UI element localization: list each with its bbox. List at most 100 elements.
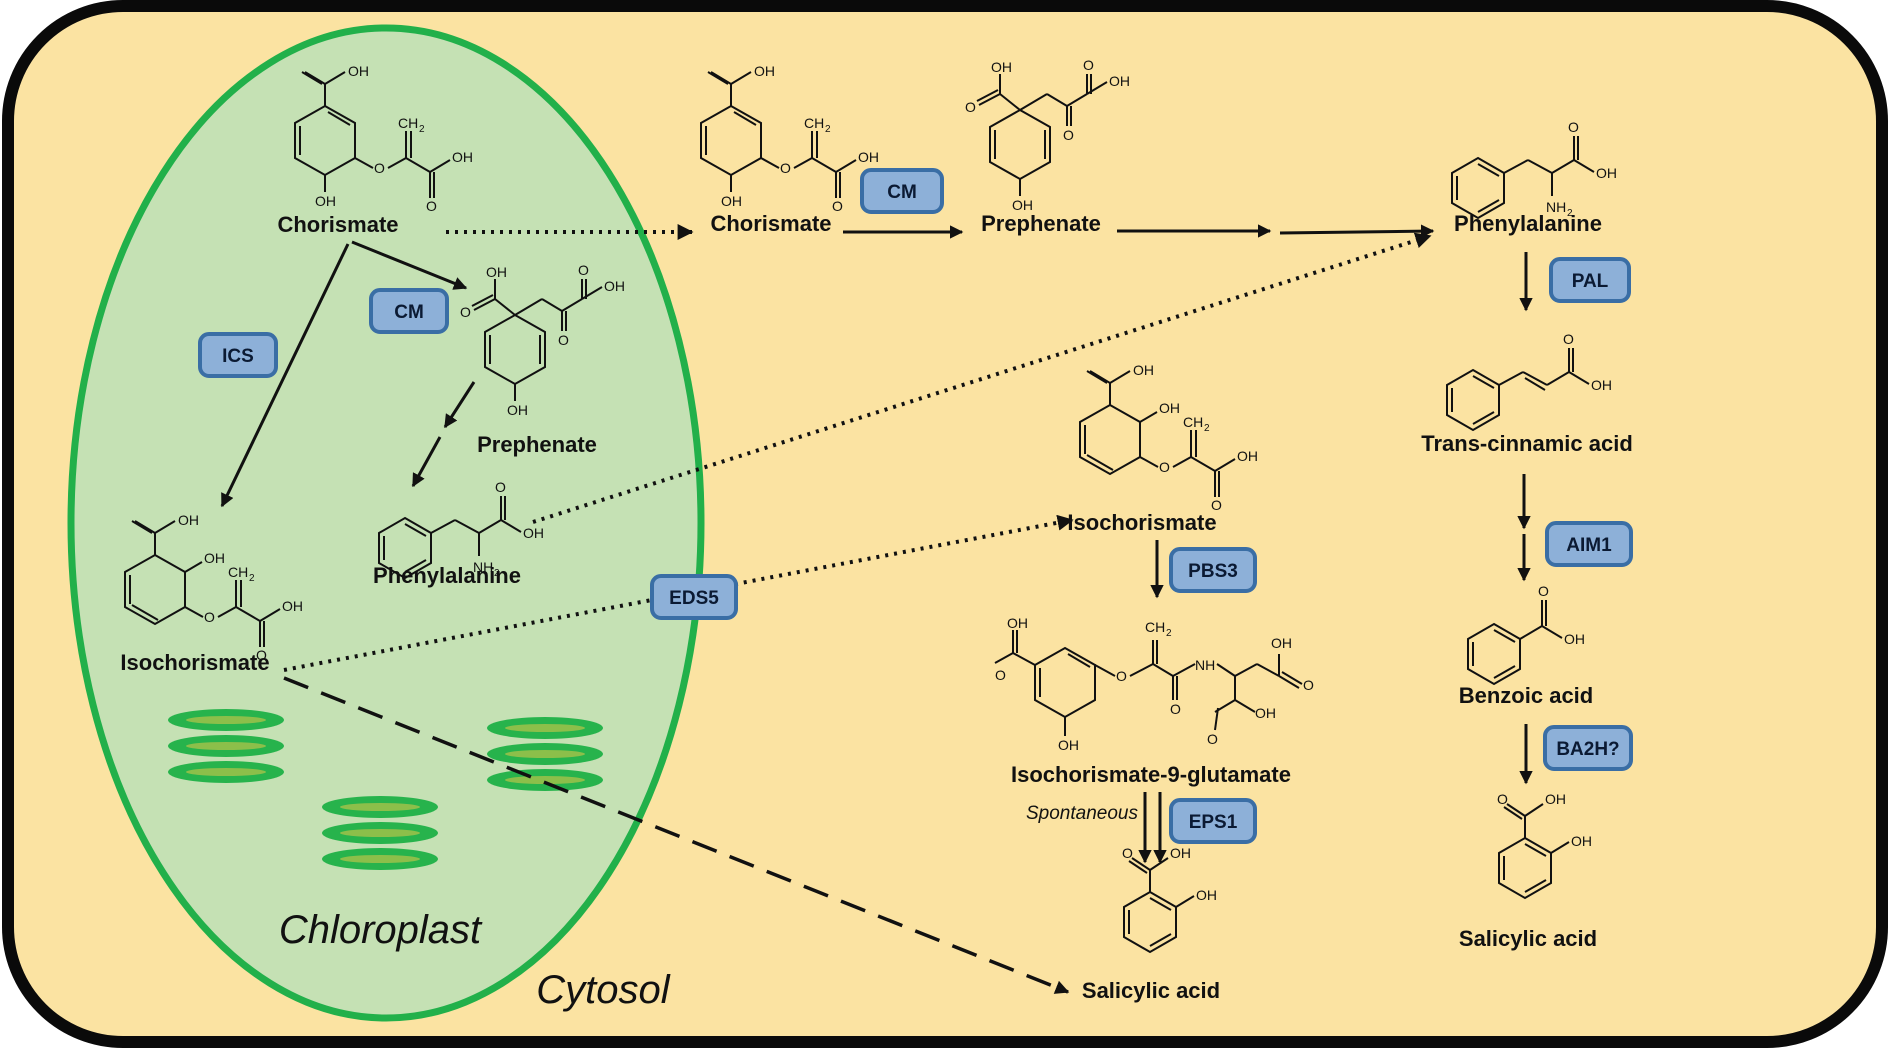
svg-text:OH: OH (204, 550, 225, 566)
svg-text:O: O (460, 304, 471, 320)
label-chorismate-cytosol: Chorismate (710, 211, 831, 236)
salicylic-acid-structure-middle: O OH OH (1122, 845, 1217, 953)
svg-text:OH: OH (486, 264, 507, 280)
svg-text:OH: OH (1564, 631, 1585, 647)
thylakoid-stack-3 (487, 717, 603, 791)
svg-text:O: O (1563, 331, 1574, 347)
label-chorismate-chloroplast: Chorismate (277, 212, 398, 237)
svg-text:PBS3: PBS3 (1188, 561, 1238, 582)
enzyme-pal: PAL (1549, 257, 1631, 303)
svg-text:O: O (1497, 791, 1508, 807)
label-isochorismate-chloroplast: Isochorismate (120, 650, 269, 675)
enzyme-eps1: EPS1 (1169, 798, 1257, 844)
chorismate-structure-cytosol: OH OH O CH 2 OH O (700, 63, 879, 214)
benzoic-acid-structure: OH O (1467, 583, 1585, 685)
prephenate-structure-cytosol: OH O O O OH OH (965, 57, 1130, 213)
svg-text:OH: OH (1545, 791, 1566, 807)
svg-text:OH: OH (604, 278, 625, 294)
svg-text:OH: OH (178, 512, 199, 528)
svg-text:OH: OH (452, 149, 473, 165)
salicylic-acid-structure-right: O OH OH (1497, 791, 1592, 899)
svg-text:OH: OH (1196, 887, 1217, 903)
label-isochorismate-cytosol: Isochorismate (1067, 510, 1216, 535)
svg-text:OH: OH (507, 402, 528, 418)
enzyme-ba2h: BA2H? (1543, 725, 1633, 771)
label-isochorismate-9-glutamate: Isochorismate-9-glutamate (1011, 762, 1291, 787)
svg-text:OH: OH (348, 63, 369, 79)
label-benzoic-acid: Benzoic acid (1459, 683, 1593, 708)
arrow-prephenate-to-phe-2 (1279, 224, 1435, 238)
svg-text:OH: OH (315, 193, 336, 209)
svg-text:EPS1: EPS1 (1189, 812, 1238, 833)
svg-text:2: 2 (825, 124, 831, 135)
arrow-chorismate-to-isochorismate (220, 243, 350, 508)
phenylalanine-structure-chloroplast: NH 2 OH O (378, 479, 544, 579)
svg-text:OH: OH (1591, 377, 1612, 393)
svg-text:O: O (558, 332, 569, 348)
svg-text:O: O (995, 667, 1006, 683)
svg-text:OH: OH (523, 525, 544, 541)
svg-text:EDS5: EDS5 (669, 588, 719, 609)
arrow-prephenate-step-1 (443, 381, 476, 429)
thylakoid-stack-2 (322, 796, 438, 870)
label-salicylic-acid-middle: Salicylic acid (1082, 978, 1220, 1003)
enzyme-aim1: AIM1 (1545, 521, 1633, 567)
svg-text:OH: OH (1255, 705, 1276, 721)
svg-text:OH: OH (1271, 635, 1292, 651)
svg-text:O: O (1116, 668, 1127, 684)
svg-text:OH: OH (1571, 833, 1592, 849)
isochorismate-9-glutamate-structure: O OH OH O CH 2 O NH O OH OH O (994, 615, 1314, 753)
enzyme-cm-cytosol: CM (860, 168, 944, 214)
svg-text:OH: OH (858, 149, 879, 165)
svg-text:OH: OH (1170, 845, 1191, 861)
svg-text:AIM1: AIM1 (1566, 535, 1612, 556)
svg-text:OH: OH (1007, 615, 1028, 631)
svg-text:CH: CH (1145, 619, 1165, 635)
trans-cinnamic-acid-structure: OH O (1446, 331, 1612, 431)
svg-text:2: 2 (494, 568, 500, 579)
svg-text:O: O (1170, 701, 1181, 717)
svg-text:CH: CH (1183, 414, 1203, 430)
svg-text:CH: CH (398, 115, 418, 131)
svg-text:O: O (1303, 677, 1314, 693)
svg-text:O: O (780, 160, 791, 176)
svg-text:O: O (204, 609, 215, 625)
svg-text:OH: OH (1237, 448, 1258, 464)
svg-text:NH: NH (1195, 657, 1215, 673)
svg-text:OH: OH (282, 598, 303, 614)
svg-text:O: O (1211, 497, 1222, 513)
prephenate-structure-chloroplast: OH O O O OH OH (460, 262, 625, 418)
svg-text:CM: CM (887, 182, 917, 203)
svg-text:O: O (1538, 583, 1549, 599)
svg-text:CH: CH (804, 115, 824, 131)
isochorismate-structure-chloroplast: OH OH O CH 2 OH O (124, 512, 303, 663)
thylakoid-stack-1 (168, 709, 284, 783)
svg-text:O: O (256, 647, 267, 663)
enzyme-cm-chloroplast: CM (369, 288, 449, 334)
svg-text:ICS: ICS (222, 346, 254, 367)
phenylalanine-structure-cytosol: NH 2 OH O (1451, 119, 1617, 219)
arrow-prephenate-step-2 (411, 436, 442, 488)
svg-text:OH: OH (1596, 165, 1617, 181)
svg-text:CM: CM (394, 302, 424, 323)
svg-text:O: O (1122, 845, 1133, 861)
svg-text:O: O (495, 479, 506, 495)
label-prephenate-cytosol: Prephenate (981, 211, 1101, 236)
svg-text:PAL: PAL (1572, 271, 1609, 292)
svg-text:O: O (1083, 57, 1094, 73)
svg-text:OH: OH (1133, 362, 1154, 378)
svg-text:OH: OH (1012, 197, 1033, 213)
svg-text:O: O (1568, 119, 1579, 135)
svg-text:O: O (1159, 459, 1170, 475)
svg-text:BA2H?: BA2H? (1556, 739, 1619, 760)
svg-text:2: 2 (1204, 423, 1210, 434)
enzyme-eds5: EDS5 (650, 574, 738, 620)
svg-text:O: O (426, 198, 437, 214)
arrow-chorismate-to-prephenate-chloroplast (351, 240, 468, 290)
svg-text:2: 2 (249, 573, 255, 584)
chloroplast-label: Chloroplast (279, 908, 483, 952)
svg-text:NH: NH (1546, 199, 1566, 215)
note-spontaneous: Spontaneous (1026, 803, 1138, 824)
